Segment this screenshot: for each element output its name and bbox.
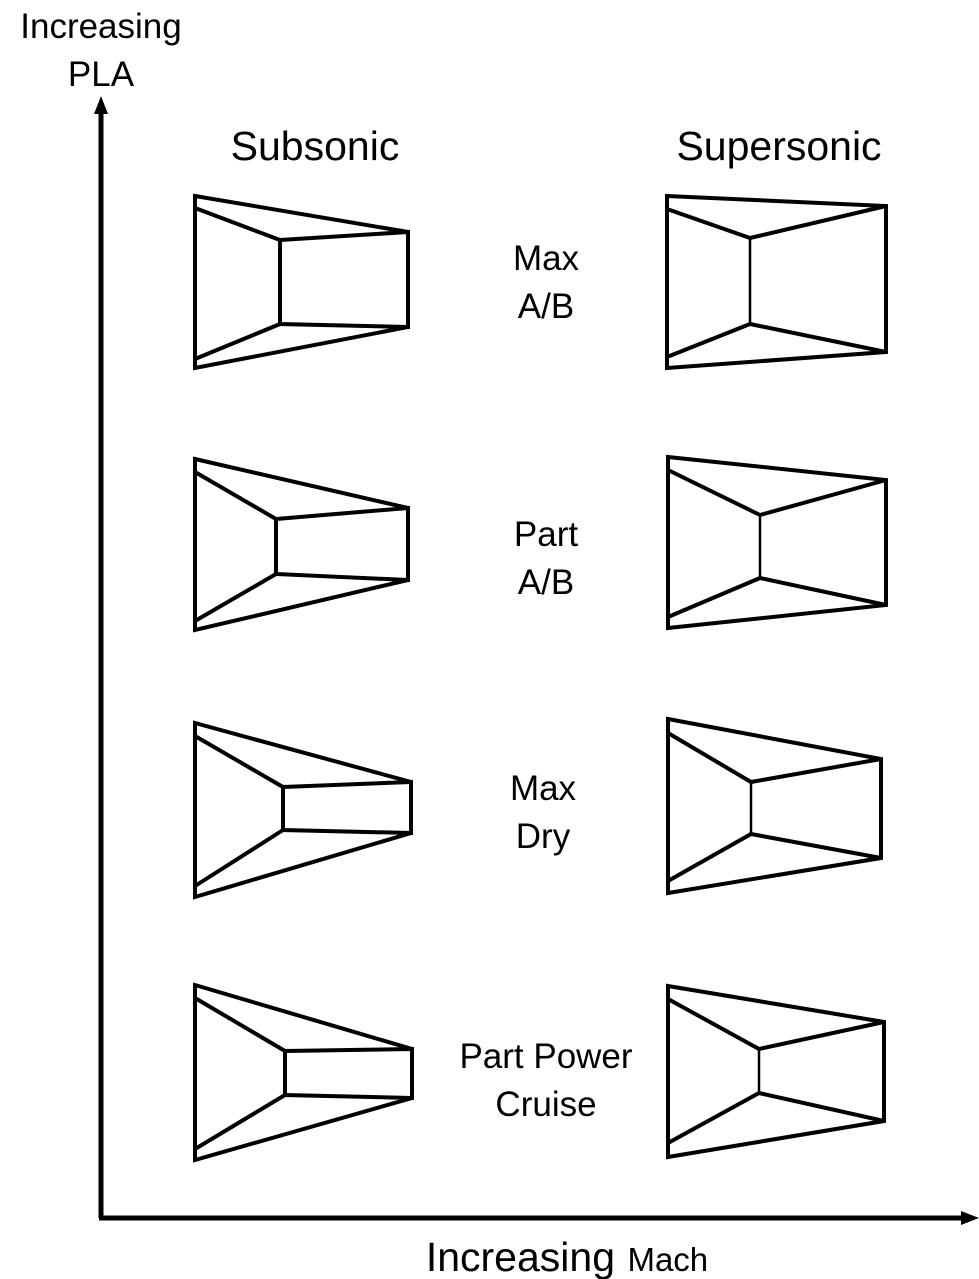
y-axis-arrowhead [94,96,108,114]
y-axis-label-line2: PLA [68,55,135,94]
nozzle-supersonic-max-ab [665,193,888,371]
row-label-part-power-cruise-line2: Cruise [495,1085,596,1124]
x-axis-label-unit: Mach [627,1241,708,1278]
row-label-part-ab-line2: A/B [518,563,574,602]
row-label-max-dry-line2: Dry [516,817,571,856]
column-header-subsonic: Subsonic [231,123,400,169]
row-label-part-power-cruise-line1: Part Power [459,1037,632,1076]
nozzle-supersonic-max-dry [666,716,883,896]
nozzle-subsonic-part-ab [193,456,410,633]
row-label-max-ab-line2: A/B [518,287,574,326]
x-axis-label-main: Increasing [426,1234,615,1279]
row-label-max-ab-line1: Max [513,239,580,278]
nozzle-subsonic-max-dry [193,720,413,900]
nozzle-supersonic-part-ab [666,454,888,631]
column-header-supersonic: Supersonic [676,123,881,169]
nozzle-subsonic-part-power-cruise [193,982,414,1163]
nozzle-supersonic-part-power-cruise [666,983,886,1160]
x-axis-arrowhead [961,1211,979,1225]
x-axis-label: Increasing Mach [426,1234,708,1279]
y-axis-label-line1: Increasing [20,7,181,46]
nozzle-subsonic-max-ab [193,193,410,371]
row-label-part-ab-line1: Part [514,515,578,554]
axes [94,96,979,1225]
row-label-max-dry-line1: Max [510,769,577,808]
